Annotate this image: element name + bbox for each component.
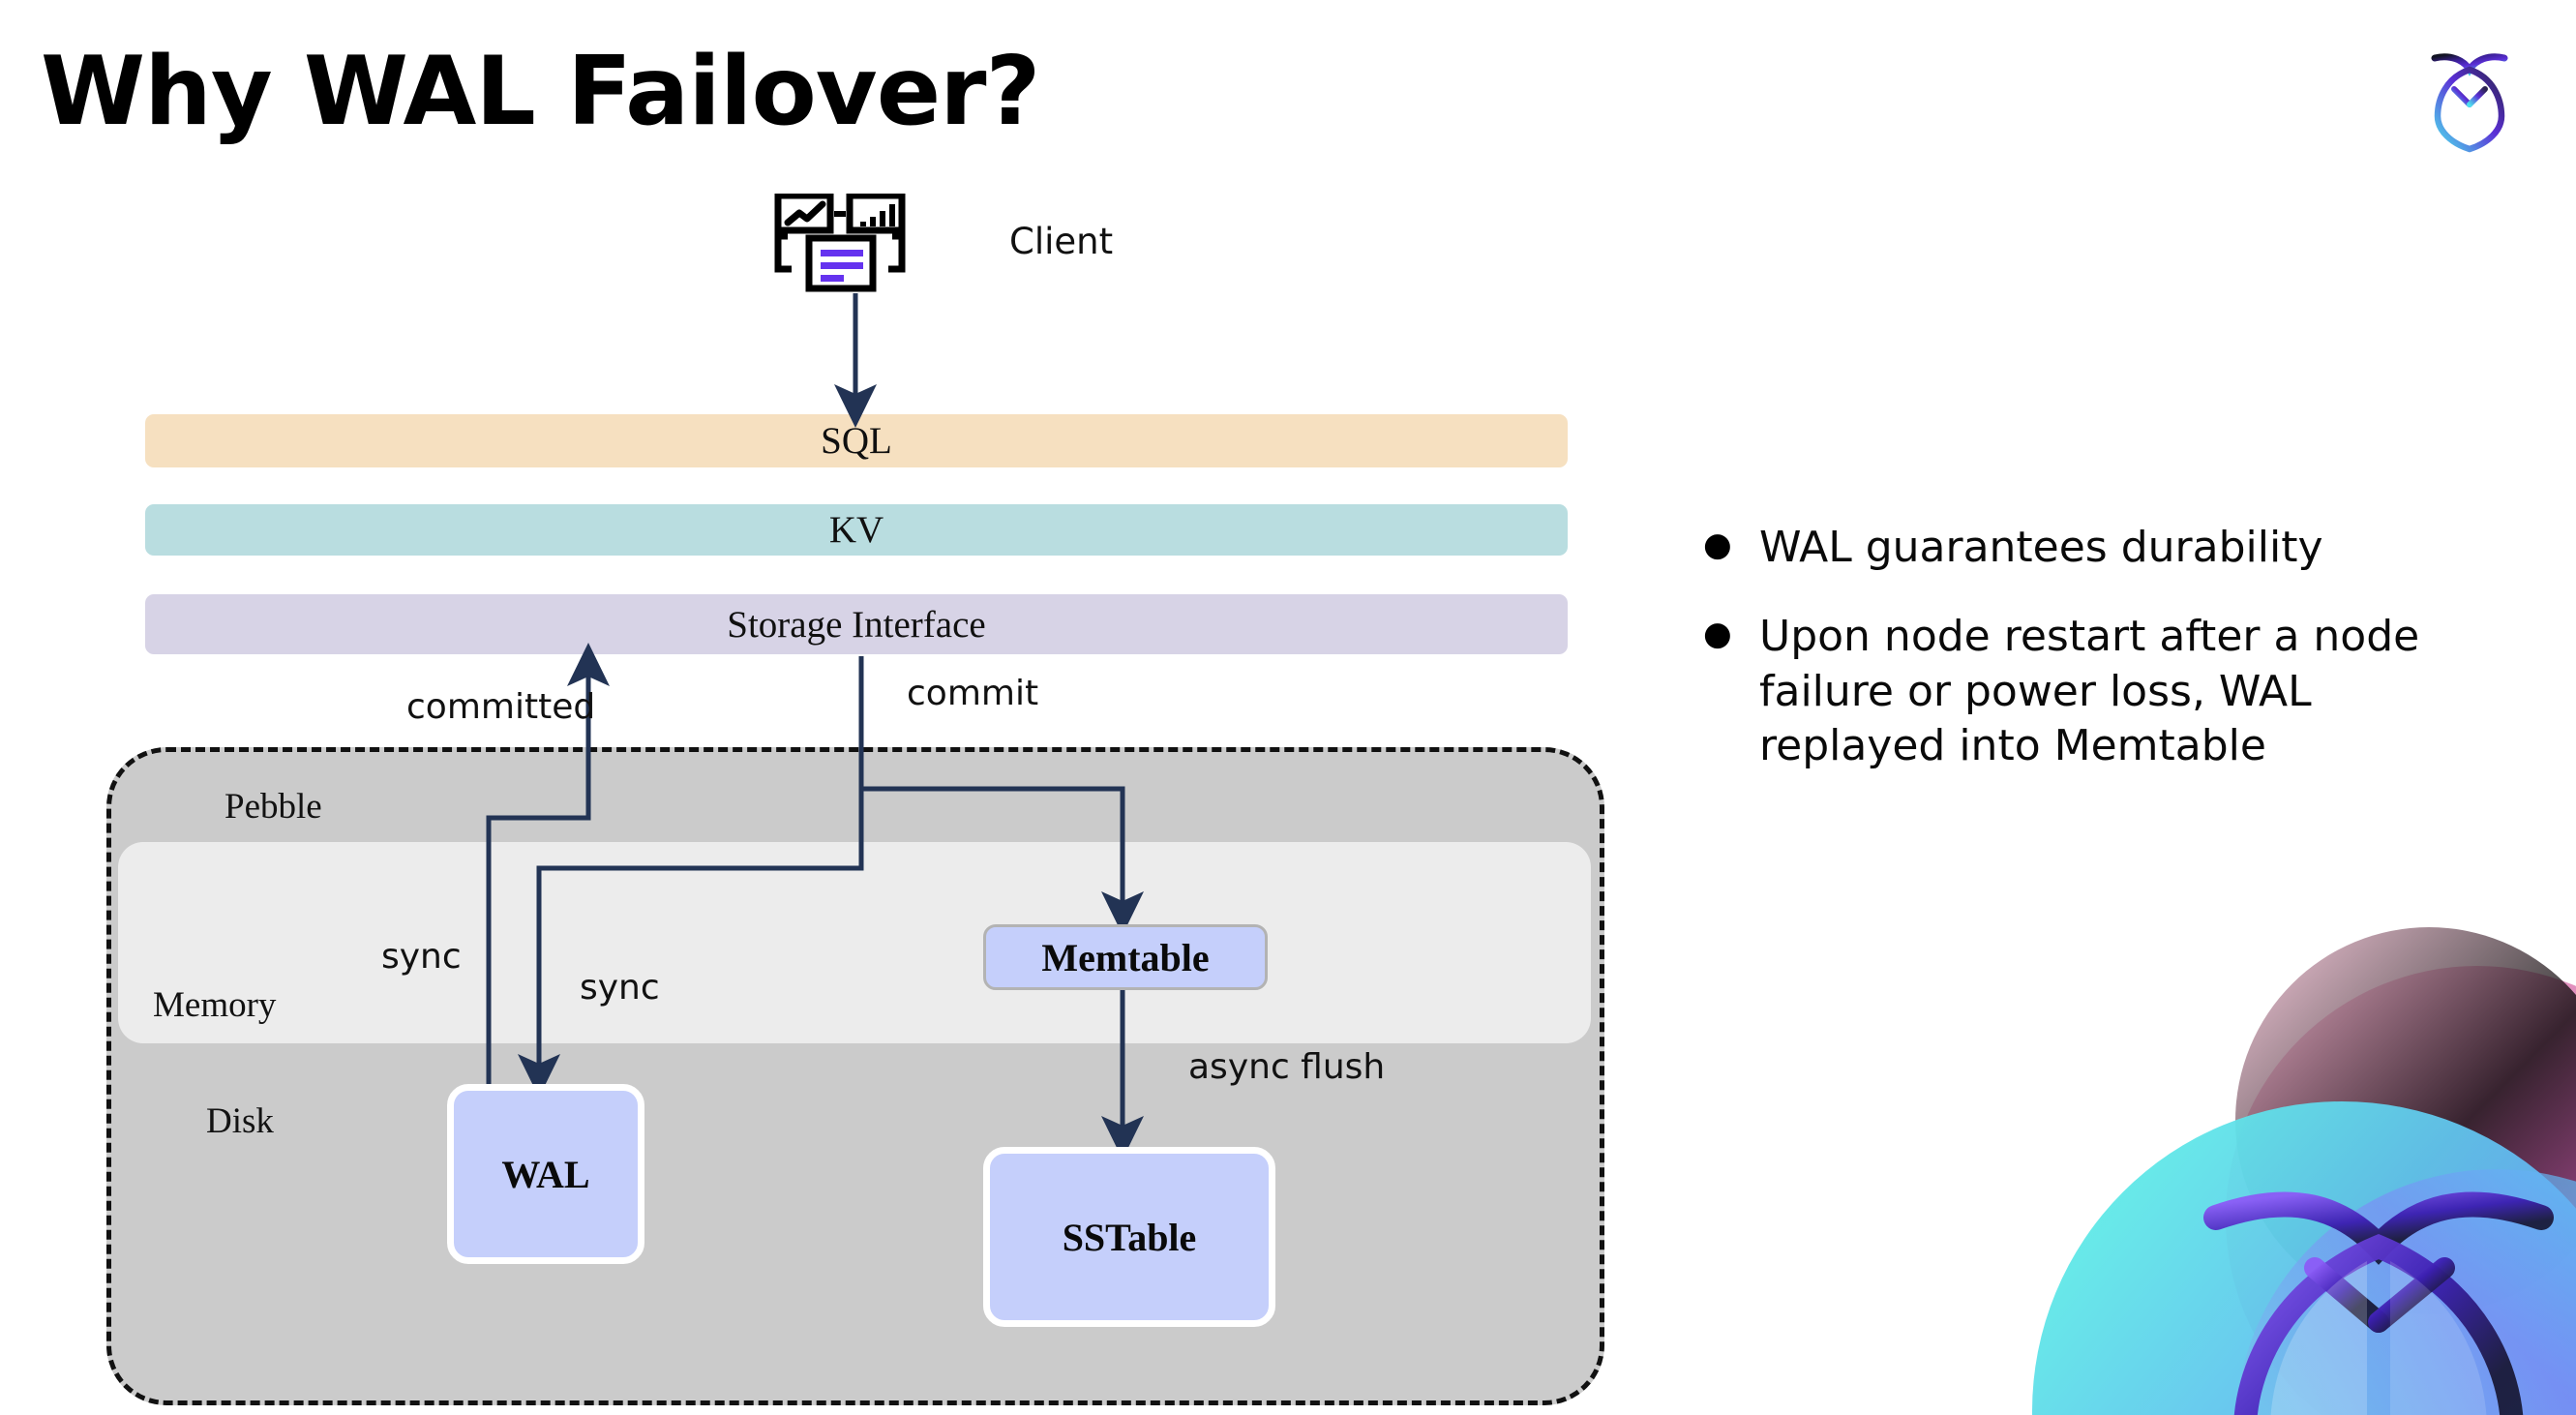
page-title: Why WAL Failover?: [41, 37, 1040, 147]
bullet-marker-icon: ●: [1703, 615, 1732, 654]
pebble-label: Pebble: [225, 787, 322, 827]
edge-label-sync-b: sync: [580, 968, 660, 1008]
bullet-text: WAL guarantees durability: [1759, 523, 2323, 572]
bullet-marker-icon: ●: [1703, 526, 1732, 564]
list-item: ● WAL guarantees durability: [1703, 521, 2506, 575]
node-label-sstable: SSTable: [1062, 1215, 1197, 1259]
layer-bar-kv: KV: [145, 504, 1568, 556]
list-item: ● Upon node restart after a node failure…: [1703, 610, 2506, 773]
node-label-wal: WAL: [501, 1152, 590, 1196]
decorative-logo-art: [2032, 927, 2576, 1415]
bullet-list: ● WAL guarantees durability ● Upon node …: [1703, 521, 2506, 808]
analytics-dashboard-icon: [774, 194, 906, 292]
edge-label-committed: committed: [406, 687, 596, 727]
layer-label-sql: SQL: [821, 420, 892, 462]
layer-bar-sql: SQL: [145, 414, 1568, 467]
disk-label: Disk: [206, 1101, 274, 1141]
node-memtable: Memtable: [983, 924, 1268, 990]
node-wal: WAL: [447, 1084, 644, 1264]
memory-label: Memory: [153, 985, 277, 1025]
node-label-memtable: Memtable: [1041, 935, 1210, 979]
client-label: Client: [1009, 221, 1114, 262]
edge-label-commit: commit: [907, 674, 1039, 713]
bullet-text: Upon node restart after a node failure o…: [1759, 612, 2420, 770]
layer-label-kv: KV: [828, 509, 884, 551]
edge-label-async-flush: async flush: [1188, 1047, 1386, 1087]
layer-label-storage: Storage Interface: [727, 603, 986, 646]
cockroachdb-logo: [2431, 53, 2508, 153]
edge-label-sync-a: sync: [381, 937, 462, 977]
node-sstable: SSTable: [983, 1147, 1275, 1327]
memory-region: [118, 842, 1591, 1043]
layer-bar-storage: Storage Interface: [145, 594, 1568, 654]
